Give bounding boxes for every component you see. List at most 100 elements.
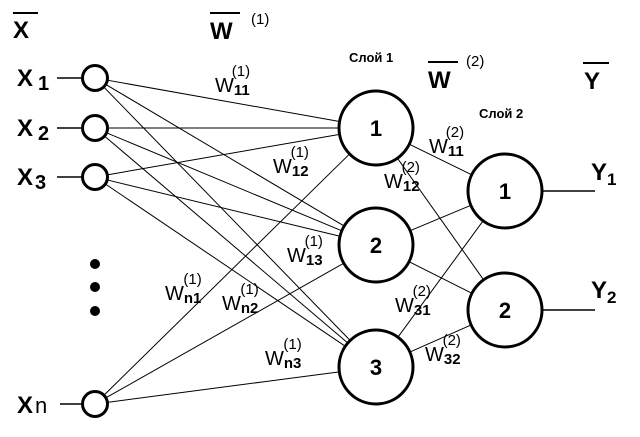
weight-label-w11-1: W11 (1)	[215, 63, 250, 99]
output-neuron-1	[466, 152, 544, 230]
weight-sup: (2)	[413, 283, 431, 300]
hidden-neuron-2	[337, 206, 415, 284]
output-label-y1-index: 1	[607, 170, 616, 189]
connection-h1-y1	[409, 143, 472, 176]
weight-sup: (1)	[240, 281, 258, 298]
layer1-connections	[103, 79, 351, 403]
weight-base: W	[429, 136, 448, 158]
weight-sup: (1)	[305, 233, 323, 250]
output-layer: 1 2	[466, 152, 544, 349]
hidden-neuron-3	[337, 328, 415, 406]
output-neuron-2	[466, 271, 544, 349]
connection-x3-h3	[105, 183, 346, 347]
output-label-y2: Y2	[591, 277, 616, 307]
input-nodes	[81, 64, 109, 418]
weight-sub: 11	[234, 82, 250, 99]
weight-labels-layer1: W11(1) W12(1) W13(1) Wn1(1) Wn2(1) Wn3(1…	[165, 63, 323, 372]
weight-label-w32-2: W32 (2)	[425, 332, 461, 368]
hidden-neuron-2-label: 2	[370, 233, 382, 258]
connection-x1-h3	[103, 86, 351, 341]
connection-x2-h2	[106, 132, 343, 232]
input-label-x3-index: 3	[35, 172, 46, 194]
weight-label-wn1-1: Wn1 (1)	[165, 271, 202, 307]
ellipsis-dot	[90, 282, 100, 292]
input-stubs	[57, 77, 82, 405]
ellipsis-dots	[90, 259, 100, 316]
input-node-2	[81, 114, 109, 142]
output-neuron-2-label: 2	[499, 298, 511, 323]
weight-sup: (1)	[232, 63, 250, 80]
input-label-xn-index: n	[35, 393, 47, 418]
weight-label-wn2-1: Wn2 (1)	[222, 281, 259, 317]
weight-labels-layer2: W11(2) W12(2) W31(2) W32(2)	[384, 124, 464, 368]
layer1-label: Слой 1	[349, 50, 393, 65]
weight-sup: (1)	[283, 336, 301, 353]
weight-sub: 32	[444, 351, 461, 368]
connection-h2-y2	[408, 261, 473, 294]
hidden-neuron-1	[337, 89, 415, 167]
hidden-layer: 1 2 3	[337, 89, 415, 406]
output-label-y1: Y1	[591, 159, 616, 189]
connection-h3-y2	[409, 324, 472, 353]
weight-base: W	[215, 75, 234, 97]
w2-vector-superscript: (2)	[466, 53, 484, 70]
hidden-neuron-3-label: 3	[370, 355, 382, 380]
weight-base: W	[265, 348, 284, 370]
input-node-n	[81, 390, 109, 418]
connection-x4-h1	[103, 153, 350, 396]
output-labels: Y1 Y2	[591, 159, 616, 307]
weight-sub: 13	[306, 252, 323, 269]
connection-x1-h1	[107, 79, 340, 123]
weight-sup: (2)	[402, 159, 420, 176]
weight-sup: (2)	[446, 124, 464, 141]
output-stubs	[542, 190, 595, 311]
input-label-x2-index: 2	[38, 123, 49, 145]
weight-sup: (1)	[291, 144, 309, 161]
output-label-y2-name: Y	[591, 277, 607, 304]
weight-base: W	[395, 295, 414, 317]
weight-sub: 11	[448, 143, 464, 160]
ellipsis-dot	[90, 306, 100, 316]
connection-x1-h2	[105, 83, 345, 227]
weight-base: W	[222, 293, 241, 315]
weight-base: W	[425, 344, 444, 366]
ellipsis-dot	[90, 259, 100, 269]
weight-sub: 12	[292, 163, 309, 180]
connection-h3-y1	[397, 220, 484, 338]
connection-h1-y2	[396, 157, 485, 281]
input-label-x2-name: X	[17, 115, 33, 142]
input-label-x1-index: 1	[38, 73, 49, 95]
y-vector-label: Y	[584, 68, 600, 95]
output-neuron-1-label: 1	[499, 179, 511, 204]
input-label-x3-name: X	[17, 164, 33, 191]
weight-label-w13-1: W13 (1)	[287, 233, 323, 269]
connection-h2-y1	[409, 204, 472, 232]
weight-sup: (1)	[183, 271, 201, 288]
hidden-neuron-1-label: 1	[370, 116, 382, 141]
connection-x4-h2	[105, 262, 345, 399]
weight-base: W	[273, 156, 292, 178]
w1-vector-superscript: (1)	[251, 11, 269, 28]
weight-label-w11-2: W11 (2)	[429, 124, 464, 160]
weight-sub: n1	[184, 290, 202, 307]
weight-base: W	[287, 245, 306, 267]
weight-sup: (2)	[443, 332, 461, 349]
w2-vector-label: W	[428, 67, 451, 94]
connection-x2-h3	[104, 135, 349, 344]
weight-label-wn3-1: Wn3(1)	[265, 336, 302, 372]
weight-base: W	[165, 283, 184, 305]
weight-base: W	[384, 171, 403, 193]
input-node-3	[81, 163, 109, 191]
input-label-xn: Xn	[17, 392, 47, 419]
vector-headers: X W (1) W (2) Y	[13, 11, 609, 95]
weight-label-w31-2: W31(2)	[395, 283, 431, 319]
layer2-label: Слой 2	[479, 106, 523, 121]
input-node-1	[81, 64, 109, 92]
connection-x3-h1	[107, 133, 340, 176]
weight-sub: n2	[241, 300, 259, 317]
